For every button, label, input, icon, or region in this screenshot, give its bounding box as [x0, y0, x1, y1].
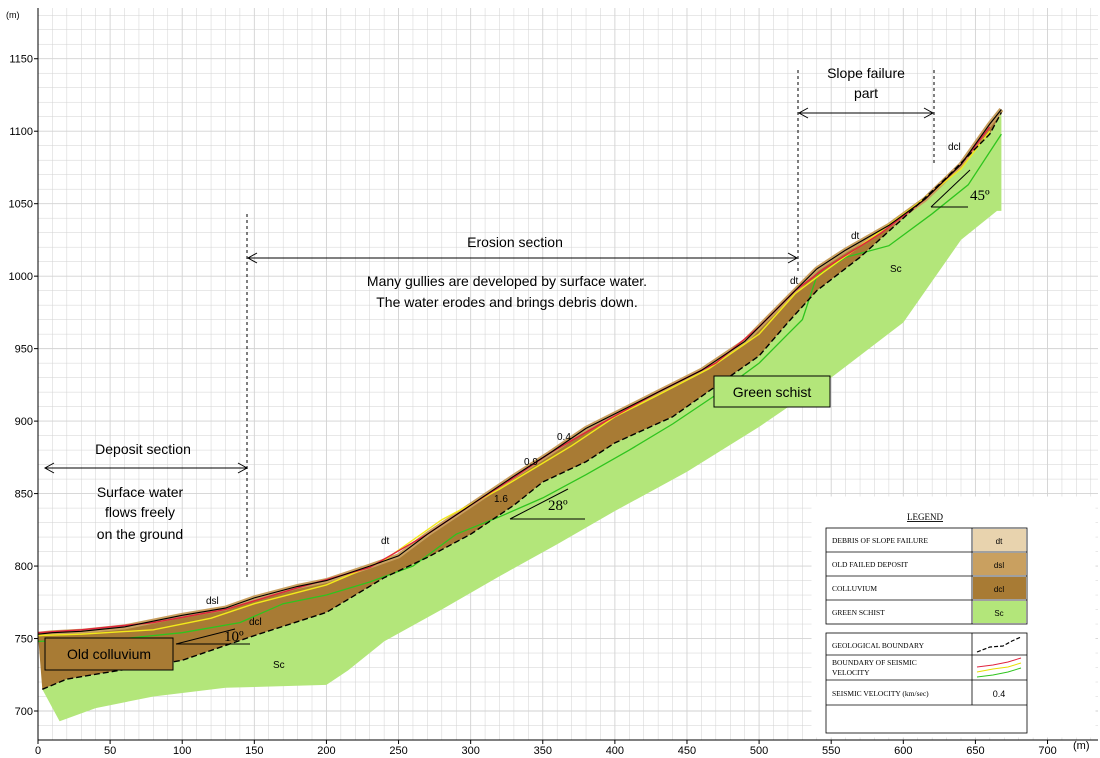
erosion-section-arrow	[246, 252, 799, 264]
ground-surface-line	[37, 109, 1002, 635]
legend-seismic-line-yellow	[976, 662, 1022, 673]
legend-swatch-debris	[973, 529, 1026, 551]
dt-label-3: dt	[851, 231, 860, 242]
x-tick-label: 700	[1038, 745, 1056, 757]
legend-background	[811, 496, 1096, 738]
dt-label-2: dt	[790, 276, 799, 287]
x-tick-label: 600	[894, 745, 912, 757]
legend-code-colluvium: dcl	[994, 585, 1004, 594]
y-tick-label: 700	[15, 706, 33, 718]
legend-seismic-boundary-1: BOUNDARY OF SEISMIC	[832, 658, 917, 667]
legend: LEGEND DEBRIS OF SLOPE FAILURE dt OLD FA…	[811, 496, 1096, 738]
y-tick-label: 1100	[9, 126, 33, 138]
old-colluvium-label-box	[44, 637, 174, 671]
x-tick-label: 450	[678, 745, 696, 757]
velocity-label-16: 1.6	[494, 494, 508, 505]
y-tick-label: 950	[15, 344, 33, 356]
x-tick-label: 100	[173, 745, 191, 757]
old-colluvium-label: Old colluvium	[67, 646, 151, 662]
y-tick-label: 1150	[9, 54, 33, 66]
legend-row-colluvium: COLLUVIUM	[832, 584, 877, 593]
erosion-note-line-1: Many gullies are developed by surface wa…	[367, 273, 647, 289]
angle-marker-10	[175, 628, 250, 645]
x-tick-label: 500	[750, 745, 768, 757]
legend-row-old-failed: OLD FAILED DEPOSIT	[832, 560, 909, 569]
y-axis-unit: (m)	[6, 10, 20, 20]
y-tick-label: 1050	[9, 199, 33, 211]
slope-failure-arrow	[797, 107, 935, 119]
y-tick-label: 750	[15, 634, 33, 646]
x-tick-label: 650	[966, 745, 984, 757]
x-tick-label: 0	[35, 745, 41, 757]
deposit-section-title: Deposit section	[95, 441, 191, 457]
x-tick-label: 200	[317, 745, 335, 757]
axes: 0 50 100 150 200 250 300 350 400 450 500 550 600 650 7…	[9, 8, 1098, 757]
deposit-note-line-3: on the ground	[97, 526, 183, 542]
dcl-label-lower: dcl	[249, 617, 262, 628]
sc-label-lower: Sc	[273, 660, 285, 671]
deposit-note-line-2: flows freely	[105, 504, 175, 520]
legend-swatch-green-schist	[973, 601, 1026, 623]
legend-code-old-failed: dsl	[994, 561, 1004, 570]
dcl-label-upper: dcl	[948, 142, 961, 153]
angle-marker-28	[509, 488, 585, 520]
legend-code-debris: dt	[996, 537, 1003, 546]
x-tick-label: 350	[534, 745, 552, 757]
erosion-note-line-2: The water erodes and brings debris down.	[376, 294, 637, 310]
angle-label-10: 10º	[224, 629, 244, 645]
velocity-label-09: 0.9	[524, 457, 538, 468]
x-tick-label: 150	[245, 745, 263, 757]
x-tick-label: 250	[389, 745, 407, 757]
slope-failure-title-line-2: part	[854, 85, 878, 101]
green-schist-label-box	[713, 375, 831, 408]
angle-label-28: 28º	[548, 498, 568, 514]
legend-seismic-line-red	[976, 657, 1022, 668]
legend-geological-boundary: GEOLOGICAL BOUNDARY	[832, 641, 925, 650]
y-tick-label: 800	[15, 561, 33, 573]
x-tick-label: 400	[606, 745, 624, 757]
legend-row-green-schist: GREEN SCHIST	[832, 608, 885, 617]
legend-seismic-boundary-2: VELOCITY	[832, 668, 870, 677]
angle-label-45: 45º	[970, 188, 990, 204]
legend-seismic-velocity-value: 0.4	[993, 689, 1006, 699]
velocity-label-04: 0.4	[557, 432, 571, 443]
deposit-note-line-1: Surface water	[97, 484, 184, 500]
slope-failure-title-line-1: Slope failure	[827, 65, 905, 81]
angle-marker-45	[930, 169, 971, 208]
seismic-boundary-red	[37, 126, 991, 634]
legend-swatch-old-failed	[973, 553, 1026, 575]
legend-seismic-velocity: SEISMIC VELOCITY (km/sec)	[832, 689, 929, 698]
seismic-boundary-green	[37, 133, 1002, 643]
legend-code-green-schist: Sc	[994, 609, 1003, 618]
deposit-section-arrow	[43, 462, 249, 474]
dsl-label: dsl	[206, 596, 219, 607]
legend-seismic-line-green	[976, 667, 1022, 678]
legend-swatch-colluvium	[973, 577, 1026, 599]
erosion-section-title: Erosion section	[467, 234, 563, 250]
green-schist-label: Green schist	[733, 384, 812, 400]
legend-title: LEGEND	[907, 512, 943, 522]
x-tick-label: 550	[822, 745, 840, 757]
y-tick-label: 1000	[9, 271, 33, 283]
legend-row-debris: DEBRIS OF SLOPE FAILURE	[832, 536, 928, 545]
y-tick-label: 900	[15, 416, 33, 428]
y-tick-label: 850	[15, 489, 33, 501]
sc-label-upper: Sc	[890, 264, 902, 275]
x-axis-unit: (m)	[1073, 740, 1090, 752]
x-tick-label: 300	[461, 745, 479, 757]
x-tick-label: 50	[104, 745, 116, 757]
legend-geological-boundary-line	[976, 636, 1022, 653]
dt-label-1: dt	[381, 536, 390, 547]
